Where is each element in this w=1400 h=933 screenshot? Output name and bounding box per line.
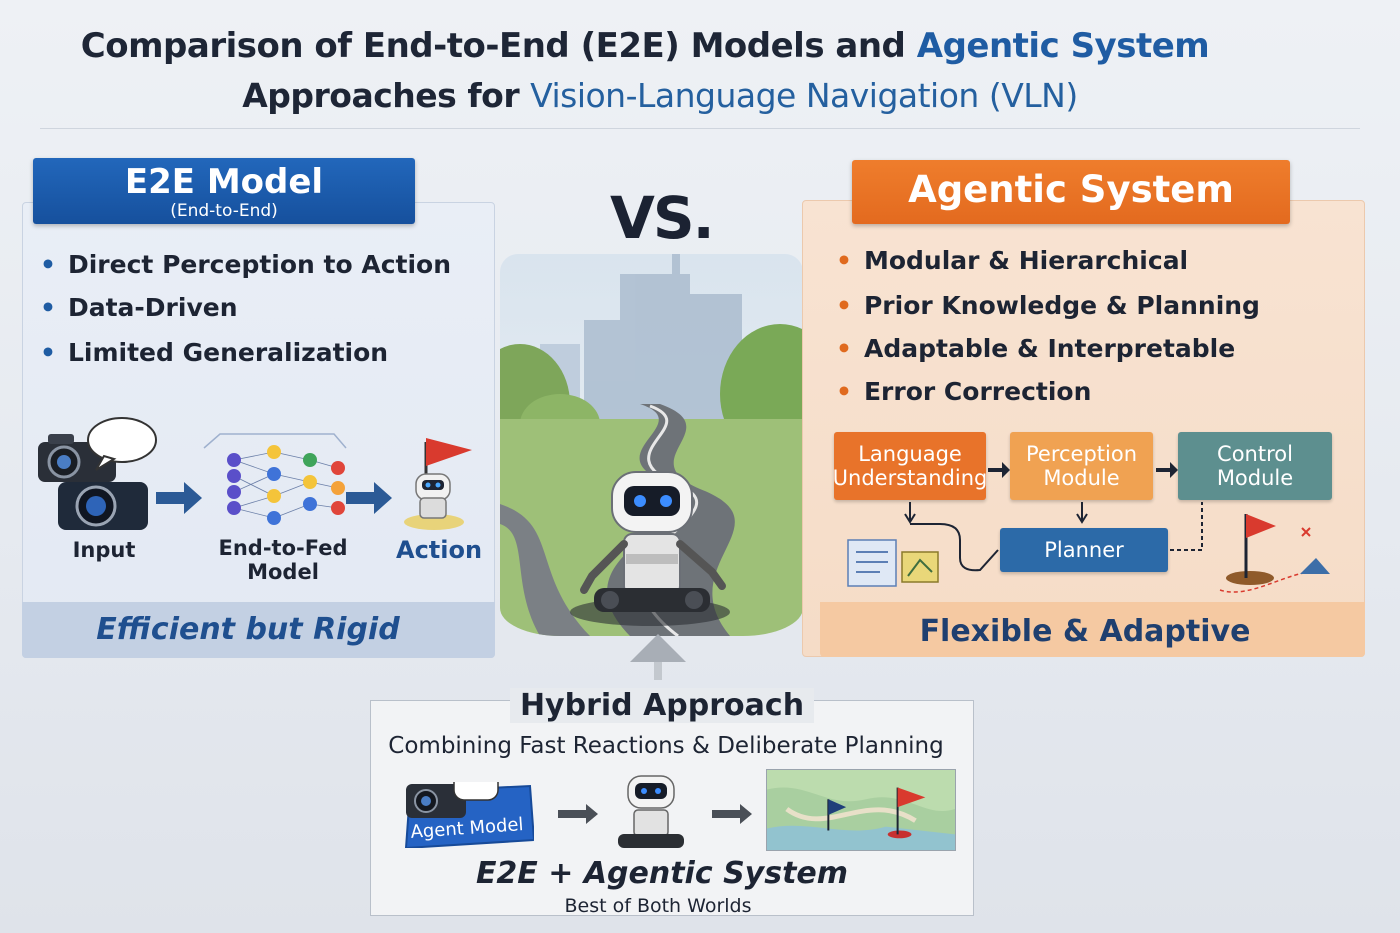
arrow-down-icon — [904, 502, 916, 524]
agentic-connectors — [847, 462, 1330, 593]
e2e-title: E2E Model — [124, 162, 324, 202]
vs-label: VS. — [610, 184, 715, 252]
agentic-bullet: Error Correction — [836, 377, 1091, 406]
planner-module: Planner — [1000, 528, 1168, 572]
arrow-right-icon — [712, 804, 752, 824]
hybrid-title-text: Hybrid Approach — [509, 688, 815, 723]
scene-stand — [630, 634, 686, 680]
goal-flag-icon — [887, 787, 926, 839]
e2e-footer — [22, 602, 495, 658]
hybrid-combo-label: E2E + Agentic System — [475, 856, 849, 891]
arrow-right-icon — [346, 482, 392, 514]
control-module: Control Module — [1178, 432, 1332, 500]
robot-icon — [570, 471, 730, 626]
e2e-flow-graphic — [38, 417, 472, 530]
hybrid-tagline: Best of Both Worlds — [564, 895, 752, 917]
perception-module: Perception Module — [1010, 432, 1153, 500]
e2e-footer-text: Efficient but Rigid — [96, 612, 400, 647]
robot-flag-icon — [404, 438, 472, 530]
arrow-right-icon — [558, 804, 598, 824]
camera-icon — [406, 784, 466, 818]
language-understanding-module: Language Understanding — [833, 432, 987, 500]
agentic-bullet: Modular & Hierarchical — [836, 246, 1188, 275]
document-icon — [847, 539, 897, 587]
robot-icon — [618, 775, 684, 848]
video-camera-icon — [58, 482, 148, 530]
flag-icon — [827, 799, 847, 831]
hybrid-title: Hybrid Approach — [370, 688, 954, 723]
arrow-right-icon — [156, 482, 202, 514]
flow-action-label: Action — [396, 536, 483, 564]
flow-input-label: Input — [72, 538, 136, 562]
hybrid-subtitle: Combining Fast Reactions & Deliberate Pl… — [388, 733, 944, 759]
page-subtitle: Approaches for Vision-Language Navigatio… — [0, 76, 1320, 115]
speech-bubble-icon — [453, 782, 499, 801]
map-icon — [901, 551, 939, 583]
navigation-map — [766, 769, 956, 851]
title-line2-accent: Vision-Language Navigation (VLN) — [530, 76, 1078, 115]
agentic-header: Agentic System — [852, 160, 1290, 224]
agentic-footer — [820, 602, 1365, 657]
goal-flag-icon — [1219, 514, 1330, 593]
agent-model-badge — [404, 782, 534, 848]
page-title: Comparison of End-to-End (E2E) Models an… — [0, 26, 1290, 66]
arrow-right-icon — [988, 462, 1178, 478]
title-line1-text: Comparison of End-to-End (E2E) Models an… — [80, 26, 917, 66]
hybrid-flow — [558, 775, 752, 848]
neural-network-icon — [203, 433, 347, 525]
title-line1-accent: Agentic System — [916, 26, 1210, 66]
title-line2-text: Approaches for — [242, 76, 531, 115]
navigation-scene — [500, 254, 803, 636]
e2e-subtitle: (End-to-End) — [170, 201, 278, 221]
e2e-bullet: Limited Generalization — [40, 338, 388, 367]
e2e-header: E2E Model (End-to-End) — [33, 158, 415, 224]
flow-model-label: End-to-Fed Model — [218, 536, 348, 584]
agentic-bullet: Prior Knowledge & Planning — [836, 291, 1260, 320]
e2e-bullet: Direct Perception to Action — [40, 250, 451, 279]
agentic-footer-text: Flexible & Adaptive — [919, 614, 1251, 649]
title-divider — [40, 128, 1360, 129]
speech-bubble-icon — [87, 417, 157, 471]
agentic-bullet: Adaptable & Interpretable — [836, 334, 1235, 363]
e2e-bullet: Data-Driven — [40, 293, 238, 322]
